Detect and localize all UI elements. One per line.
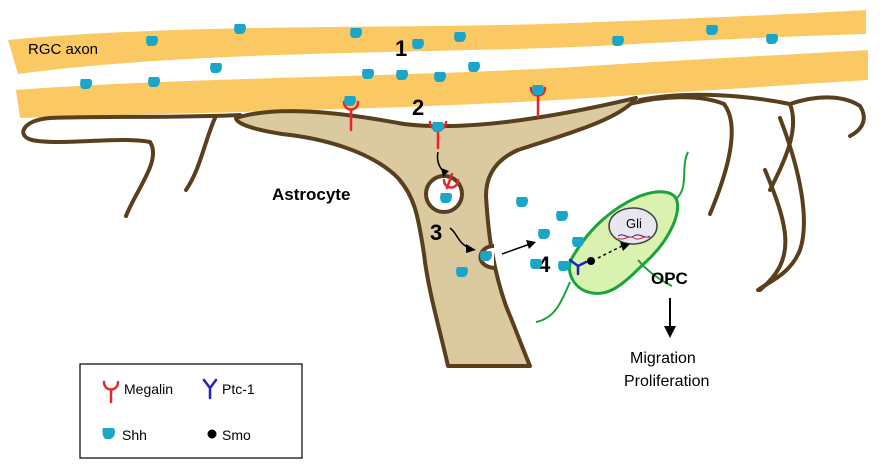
shh-molecules [80,24,778,277]
rgc-axon-label: RGC axon [28,41,98,58]
shh-molecule [344,96,356,106]
shh-release-arrow [501,243,531,255]
step-4: 4 [538,252,551,277]
shh-molecule [80,79,92,89]
shh-molecule [412,39,424,49]
gli-label: Gli [626,216,642,231]
step-3: 3 [430,220,442,245]
legend-megalin-label: Megalin [124,381,173,397]
shh-molecule [440,193,452,203]
astrocyte-processes [21,92,866,292]
ptc1-receptor [568,258,588,276]
legend-smo-icon [207,429,217,439]
shh-molecule [480,251,492,261]
shh-molecule [210,63,222,73]
smo-molecule [587,257,595,265]
shh-molecule [530,259,542,269]
rgc-axons [8,10,868,118]
shh-molecule [706,25,718,35]
astrocyte-label: Astrocyte [272,185,350,204]
shh-molecule [456,267,468,277]
shh-molecule [350,28,362,38]
opc-cell [535,151,689,323]
dna-icon [617,234,651,240]
shh-molecule [362,69,374,79]
shh-molecule [234,24,246,34]
legend-ptc1-icon [202,378,218,400]
legend-smo-label: Smo [222,427,251,443]
smo-signal-arrow [597,245,623,259]
legend-shh-label: Shh [122,427,147,443]
shh-molecule [148,77,160,87]
legend-shh-icon [102,428,115,439]
legend-ptc1-label: Ptc-1 [222,381,255,397]
shh-molecule [432,122,444,132]
rgc-axon-bottom [16,50,868,118]
shh-molecule [538,229,550,239]
step-2: 2 [412,95,424,120]
astrocyte-body [234,96,638,368]
shh-molecule [612,36,624,46]
shh-molecule [556,211,568,221]
proliferation-label: Proliferation [624,373,709,390]
legend-megalin-icon [102,380,120,404]
rgc-axon-top [8,10,866,74]
migration-label: Migration [630,350,696,367]
shh-molecule [558,261,570,271]
shh-molecule [766,34,778,44]
shh-molecule [454,32,466,42]
shh-molecule [468,62,480,72]
opc-label: OPC [651,269,688,288]
shh-molecule [434,72,446,82]
shh-molecule [516,197,528,207]
shh-molecule [146,36,158,46]
shh-molecule [396,70,408,80]
legend: Megalin Ptc-1 Shh Smo [79,363,303,459]
shh-molecule [572,237,584,247]
shh-molecule [532,85,544,95]
step-1: 1 [395,36,407,61]
